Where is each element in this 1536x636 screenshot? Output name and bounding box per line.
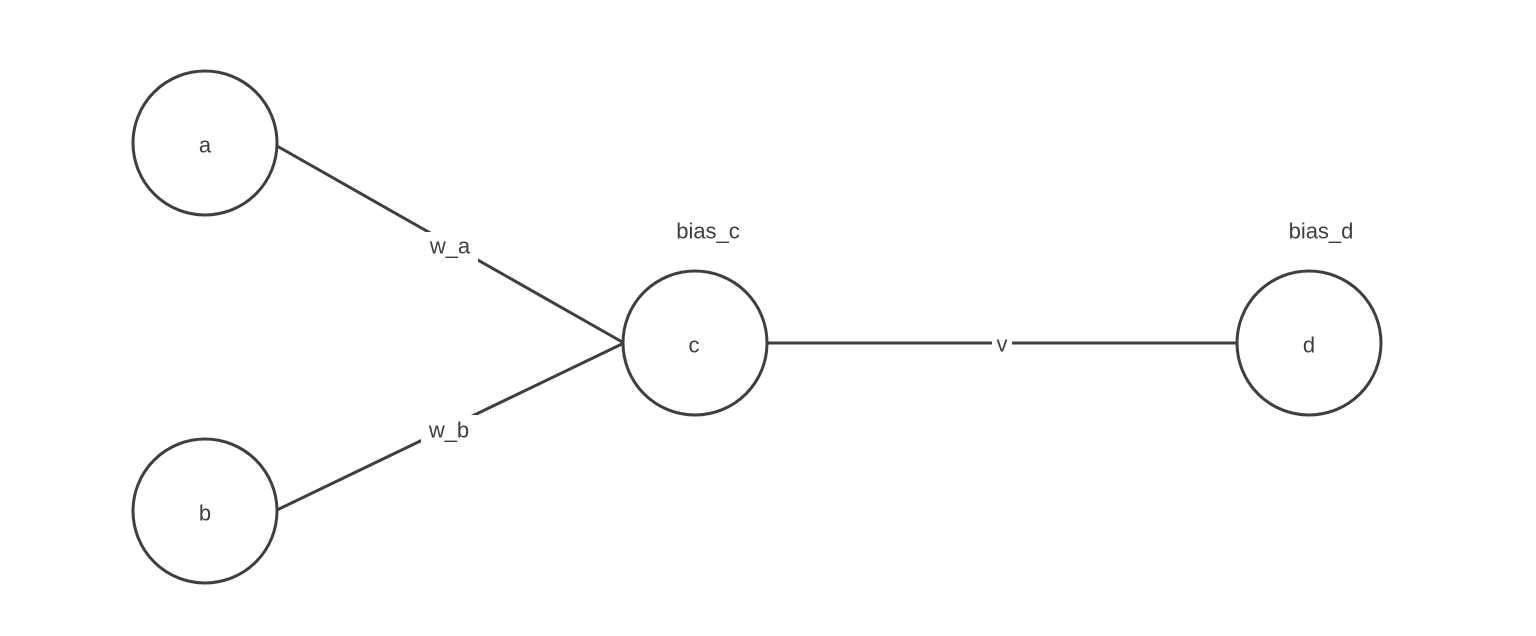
node-label-c: c bbox=[689, 333, 700, 358]
edge-label-w-b: w_b bbox=[428, 418, 469, 443]
edge-label-bg-b-c bbox=[421, 415, 477, 445]
node-d: bias_d d bbox=[1235, 219, 1383, 417]
edge-label-bg-c-d bbox=[992, 330, 1012, 358]
bias-label-d: bias_d bbox=[1289, 219, 1354, 244]
bias-label-c: bias_c bbox=[676, 219, 740, 244]
edge-label-v: v bbox=[997, 332, 1008, 357]
node-a: a bbox=[131, 69, 279, 217]
node-circle-a bbox=[131, 69, 279, 217]
node-label-a: a bbox=[199, 133, 212, 158]
edge-b-c: w_b bbox=[276, 341, 625, 512]
edge-label-w-a: w_a bbox=[429, 234, 471, 259]
node-label-d: d bbox=[1303, 333, 1315, 358]
node-circle-b bbox=[131, 437, 279, 585]
edge-label-bg-a-c bbox=[422, 232, 478, 262]
node-circle-d bbox=[1235, 269, 1383, 417]
node-label-b: b bbox=[199, 501, 211, 526]
node-b: b bbox=[131, 437, 279, 585]
edge-a-c: w_a bbox=[276, 144, 625, 345]
node-circle-c bbox=[621, 269, 769, 417]
node-c: bias_c c bbox=[621, 219, 769, 417]
edge-c-d: v bbox=[767, 330, 1237, 358]
